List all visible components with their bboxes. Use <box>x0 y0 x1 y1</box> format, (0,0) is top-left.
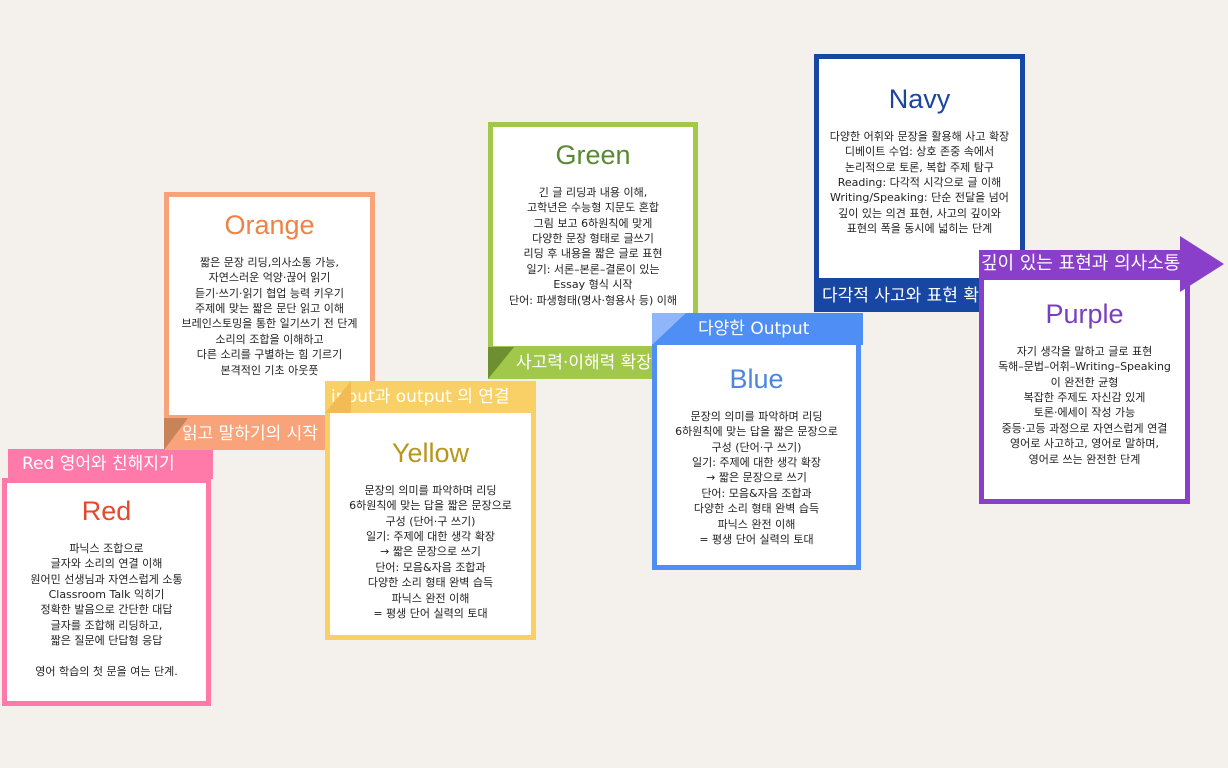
stage-line: 단어: 모음&자음 조합과 <box>375 560 486 574</box>
stage-line: 독해–문법–어휘–Writing–Speaking <box>998 360 1171 374</box>
stage-line: 파닉스 조합으로 <box>69 541 144 555</box>
stage-line: 리딩 후 내용을 짧은 글로 표현 <box>523 247 663 261</box>
stage-line: 6하원칙에 맞는 답을 짧은 문장으로 <box>349 499 512 513</box>
stage-line: 자기 생각을 말하고 글로 표현 <box>1016 344 1153 358</box>
stage-line: 소리의 조합을 이해하고 <box>215 332 324 346</box>
stage-line: 듣기·쓰기·읽기 협업 능력 키우기 <box>194 286 345 300</box>
stage-line: 6하원칙에 맞는 답을 짧은 문장으로 <box>675 425 838 439</box>
stage-card-yellow: Yellow 문장의 의미를 파악하며 리딩 6하원칙에 맞는 답을 짧은 문장으… <box>325 408 536 640</box>
stage-line: 깊이 있는 의견 표현, 사고의 깊이와 <box>838 206 1001 220</box>
banner-fold-green <box>488 347 514 379</box>
stage-line: 중등·고등 과정으로 자연스럽게 연결 <box>1001 421 1168 435</box>
stage-line: 구성 (단어·구 쓰기) <box>711 440 802 454</box>
stage-line: 문장의 의미를 파악하며 리딩 <box>364 483 497 497</box>
stage-line: 긴 글 리딩과 내용 이해, <box>538 185 648 199</box>
stage-line: → 짧은 문장으로 쓰기 <box>380 545 481 559</box>
stage-line: → 짧은 문장으로 쓰기 <box>706 471 807 485</box>
stage-banner-yellow: input과 output 의 연결 <box>325 381 536 413</box>
stage-line: 다양한 소리 형태 완벽 습득 <box>367 576 494 590</box>
arrow-head-purple <box>1180 236 1224 292</box>
stage-line: 글자와 소리의 연결 이해 <box>50 557 163 571</box>
stage-line: 정확한 발음으로 간단한 대답 <box>40 603 173 617</box>
stage-line: Classroom Talk 익히기 <box>48 587 165 601</box>
stage-line: 일기: 서론–본론–결론이 있는 <box>526 262 660 276</box>
stage-line: 표현의 폭을 동시에 넓히는 단계 <box>846 222 993 236</box>
stage-banner-purple: 깊이 있는 표현과 의사소통 <box>979 250 1191 278</box>
stage-line: 논리적으로 토론, 복합 주제 탐구 <box>844 160 995 174</box>
stage-line: = 평생 단어 실력의 토대 <box>373 606 488 620</box>
stage-line: Reading: 다각적 시각으로 글 이해 <box>837 175 1002 189</box>
stage-line: 자연스러운 억양·끊어 읽기 <box>208 271 331 285</box>
stage-line: 다양한 소리 형태 완벽 습득 <box>693 502 820 516</box>
stage-line: 짧은 질문에 단답형 응답 <box>50 634 163 648</box>
stage-line: 일기: 주제에 대한 생각 확장 <box>691 455 821 469</box>
stage-title-red: Red <box>81 496 132 526</box>
stage-line: 다양한 문장 형태로 글쓰기 <box>532 231 654 245</box>
stage-line: 주제에 맞는 짧은 문단 읽고 이해 <box>194 301 345 315</box>
stage-line: 그림 보고 6하원칙에 맞게 <box>533 216 653 230</box>
stage-title-green: Green <box>555 140 631 170</box>
stage-line: 원어민 선생님과 자연스럽게 소통 <box>30 572 183 586</box>
stage-line: 단어: 모음&자음 조합과 <box>701 486 812 500</box>
stage-title-navy: Navy <box>888 84 951 114</box>
banner-fold-orange <box>164 418 188 450</box>
stage-line: 디베이트 수업: 상호 존중 속에서 <box>844 145 995 159</box>
stage-line: 본격적인 기초 아웃풋 <box>220 363 319 377</box>
stage-line: 다양한 어휘와 문장을 활용해 사고 확장 <box>829 129 1010 143</box>
stage-title-orange: Orange <box>224 210 315 240</box>
banner-fold-yellow <box>325 381 351 413</box>
stage-line: 일기: 주제에 대한 생각 확장 <box>365 529 495 543</box>
stage-line: 구성 (단어·구 쓰기) <box>385 514 476 528</box>
stage-line: 다른 소리를 구별하는 힘 기르기 <box>196 348 343 362</box>
stage-title-blue: Blue <box>729 364 784 394</box>
stage-line: 영어 학습의 첫 문을 여는 단계. <box>35 664 178 678</box>
stage-line: 브레인스토밍을 통한 일기쓰기 전 단계 <box>181 317 358 331</box>
banner-fold-blue <box>652 313 686 345</box>
stage-line: = 평생 단어 실력의 토대 <box>699 532 814 546</box>
stage-line: 복잡한 주제도 자신감 있게 <box>1023 390 1146 404</box>
stage-line: Essay 형식 시작 <box>553 278 633 292</box>
stage-line: 단어: 파생형태(명사·형용사 등) 이해 <box>509 293 677 307</box>
stage-line: 영어로 사고하고, 영어로 말하며, <box>1009 437 1160 451</box>
stage-banner-blue: 다양한 Output <box>652 313 863 345</box>
stage-line: 문장의 의미를 파악하며 리딩 <box>690 409 823 423</box>
stage-banner-red: Red 영어와 친해지기 <box>8 449 213 479</box>
stage-line: 영어로 쓰는 완전한 단계 <box>1028 452 1141 466</box>
stage-title-purple: Purple <box>1045 299 1124 329</box>
stage-line: 글자를 조합해 리딩하고, <box>50 618 163 632</box>
stage-line: 파닉스 완전 이해 <box>391 591 470 605</box>
stage-line: 토론·에세이 작성 가능 <box>1033 406 1136 420</box>
stage-line: Writing/Speaking: 단순 전달을 넘어 <box>830 191 1009 205</box>
stage-line: 짧은 문장 리딩,의사소통 가능, <box>200 255 339 269</box>
stage-title-yellow: Yellow <box>391 438 470 468</box>
stage-line <box>30 649 182 664</box>
stage-line: 파닉스 완전 이해 <box>717 517 796 531</box>
stage-line: 고학년은 수능형 지문도 혼합 <box>527 201 659 215</box>
stage-line: 이 완전한 균형 <box>1050 375 1119 389</box>
